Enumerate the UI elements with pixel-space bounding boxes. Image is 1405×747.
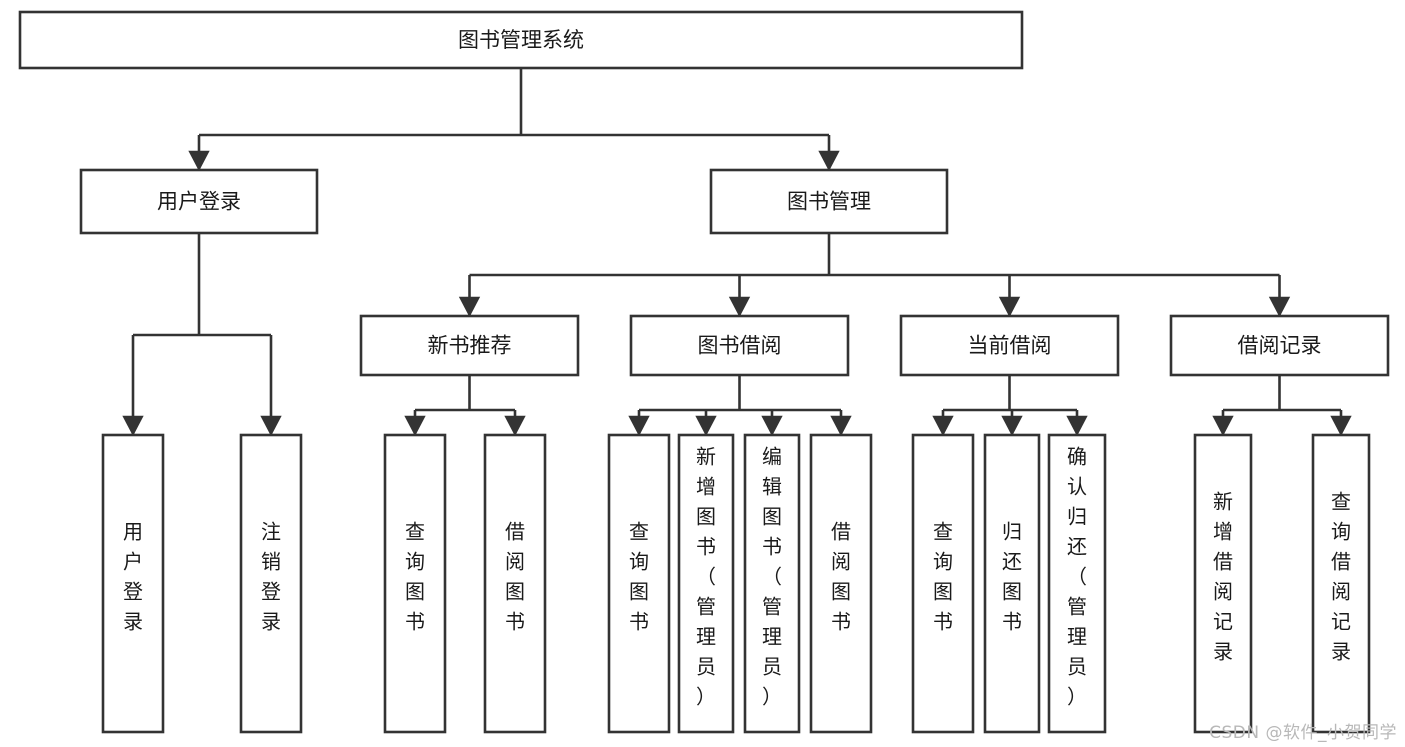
node-records-query[interactable]: 查询借阅记录	[1311, 433, 1371, 734]
node-box-book-borrow[interactable]	[629, 314, 850, 377]
node-box-borrow-edit-book[interactable]	[743, 433, 801, 734]
node-box-borrow-add-book[interactable]	[677, 433, 735, 734]
node-label-current-return-book: 归还图书	[1002, 520, 1022, 634]
node-layer: 图书管理系统用户登录用户登录注销登录图书管理新书推荐查询图书借阅图书图书借阅查询…	[18, 10, 1390, 734]
node-label-borrow-query-book: 查询图书	[629, 520, 649, 634]
node-user-login[interactable]: 用户登录	[79, 168, 319, 235]
node-label-current-borrow: 当前借阅	[968, 334, 1052, 358]
node-box-current-confirm-return[interactable]	[1047, 433, 1107, 734]
node-label-borrow-add-book: 新增图书（管理员）	[696, 445, 716, 709]
node-label-user-login: 用户登录	[157, 190, 241, 214]
node-label-root: 图书管理系统	[458, 28, 584, 52]
node-current-borrow[interactable]: 当前借阅	[899, 314, 1120, 377]
node-book-borrow[interactable]: 图书借阅	[629, 314, 850, 377]
node-box-current-query-book[interactable]	[911, 433, 975, 734]
node-box-records-add[interactable]	[1193, 433, 1253, 734]
node-label-book-borrow: 图书借阅	[698, 334, 782, 358]
node-box-borrow-query-book[interactable]	[607, 433, 671, 734]
node-current-query-book[interactable]: 查询图书	[911, 433, 975, 734]
node-box-current-borrow[interactable]	[899, 314, 1120, 377]
node-label-current-confirm-return: 确认归还（管理员）	[1067, 445, 1087, 709]
node-recommend-query-book[interactable]: 查询图书	[383, 433, 447, 734]
node-current-return-book[interactable]: 归还图书	[983, 433, 1041, 734]
node-box-user-login[interactable]	[79, 168, 319, 235]
node-box-current-return-book[interactable]	[983, 433, 1041, 734]
node-label-borrow-edit-book: 编辑图书（管理员）	[762, 445, 782, 709]
node-box-records-query[interactable]	[1311, 433, 1371, 734]
node-user-login-login[interactable]: 用户登录	[101, 433, 165, 734]
node-box-borrow-borrow-book[interactable]	[809, 433, 873, 734]
node-box-recommend-query-book[interactable]	[383, 433, 447, 734]
node-box-root[interactable]	[18, 10, 1024, 70]
node-borrow-borrow-book[interactable]: 借阅图书	[809, 433, 873, 734]
node-root[interactable]: 图书管理系统	[18, 10, 1024, 70]
node-label-recommend-query-book: 查询图书	[405, 520, 425, 634]
node-borrow-edit-book[interactable]: 编辑图书（管理员）	[743, 433, 801, 734]
node-records-add[interactable]: 新增借阅记录	[1193, 433, 1253, 734]
node-new-book-recommend[interactable]: 新书推荐	[359, 314, 580, 377]
node-label-new-book-recommend: 新书推荐	[428, 334, 512, 358]
node-user-login-logout[interactable]: 注销登录	[239, 433, 303, 734]
node-box-borrow-records[interactable]	[1169, 314, 1390, 377]
node-box-new-book-recommend[interactable]	[359, 314, 580, 377]
node-label-book-management: 图书管理	[787, 190, 871, 214]
csdn-watermark: CSDN @软件_小贺同学	[1209, 723, 1397, 743]
node-recommend-borrow-book[interactable]: 借阅图书	[483, 433, 547, 734]
node-label-borrow-records: 借阅记录	[1238, 334, 1322, 358]
node-label-user-login-login: 用户登录	[123, 520, 143, 634]
node-box-user-login-logout[interactable]	[239, 433, 303, 734]
node-box-recommend-borrow-book[interactable]	[483, 433, 547, 734]
node-borrow-add-book[interactable]: 新增图书（管理员）	[677, 433, 735, 734]
node-book-management[interactable]: 图书管理	[709, 168, 949, 235]
node-label-records-query: 查询借阅记录	[1331, 490, 1351, 664]
node-label-borrow-borrow-book: 借阅图书	[831, 520, 851, 634]
node-borrow-query-book[interactable]: 查询图书	[607, 433, 671, 734]
node-label-user-login-logout: 注销登录	[261, 520, 281, 634]
node-label-recommend-borrow-book: 借阅图书	[505, 520, 525, 634]
connector-layer	[122, 68, 1352, 437]
node-label-current-query-book: 查询图书	[933, 520, 953, 634]
node-box-user-login-login[interactable]	[101, 433, 165, 734]
node-label-records-add: 新增借阅记录	[1213, 490, 1233, 664]
node-box-book-management[interactable]	[709, 168, 949, 235]
node-current-confirm-return[interactable]: 确认归还（管理员）	[1047, 433, 1107, 734]
node-borrow-records[interactable]: 借阅记录	[1169, 314, 1390, 377]
